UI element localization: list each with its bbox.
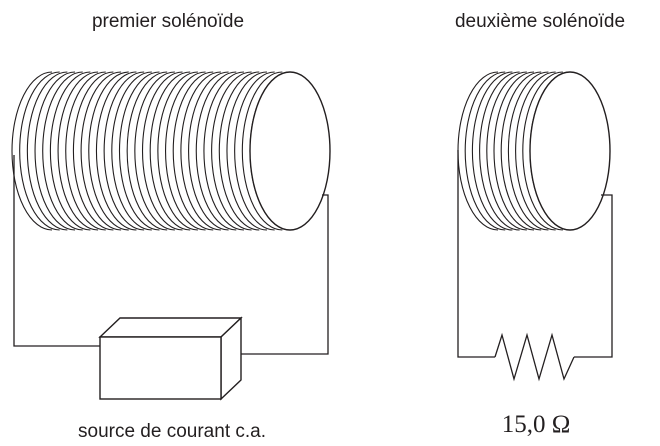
second-circuit-wire-left (457, 150, 495, 358)
winding-turn (149, 71, 191, 231)
first-solenoid (11, 71, 331, 231)
second-solenoid-label: deuxième solénoïde (455, 11, 625, 32)
winding-turn (218, 71, 260, 231)
resistor (494, 332, 575, 382)
winding-turn (118, 71, 160, 231)
winding-turn (522, 71, 563, 231)
first-circuit-wire-right (240, 194, 329, 355)
ac-source-box (98, 316, 243, 401)
winding-turn (515, 71, 556, 231)
winding-turn (57, 71, 99, 231)
winding-turn (134, 71, 175, 231)
winding-turn (211, 71, 252, 231)
winding-turn (26, 71, 68, 231)
winding-turn (72, 71, 114, 231)
first-solenoid-windings (11, 71, 291, 231)
second-solenoid (457, 71, 611, 231)
winding-turn (180, 71, 221, 231)
winding-turn (111, 71, 152, 231)
winding-turn (493, 71, 535, 231)
winding-turn (11, 71, 53, 231)
winding-turn (195, 71, 237, 231)
ac-source-box-top (98, 317, 243, 338)
first-solenoid-end-face (249, 71, 331, 231)
winding-turn (500, 71, 542, 231)
winding-turn (126, 71, 168, 231)
winding-turn (464, 71, 506, 231)
second-solenoid-end-face (529, 71, 611, 231)
winding-turn (234, 71, 275, 231)
winding-turn (164, 71, 206, 231)
winding-turn (226, 71, 267, 231)
ac-source-box-front (99, 336, 222, 400)
winding-turn (479, 71, 520, 231)
winding-turn (241, 71, 283, 231)
resistance-label: 15,0 Ω (502, 411, 571, 438)
winding-turn (172, 71, 214, 231)
second-circuit-wire-right (574, 194, 613, 358)
first-solenoid-label: premier solénoïde (92, 11, 244, 32)
winding-turn (80, 71, 122, 231)
first-circuit-wire-left (13, 155, 100, 347)
winding-turn (19, 71, 60, 231)
winding-turn (507, 71, 549, 231)
winding-turn (188, 71, 229, 231)
winding-turn (95, 71, 137, 231)
winding-turn (203, 71, 244, 231)
ac-source-label: source de courant c.a. (78, 421, 266, 442)
winding-turn (34, 71, 76, 231)
winding-turn (49, 71, 91, 231)
winding-turn (88, 71, 129, 231)
winding-turn (157, 71, 198, 231)
winding-turn (141, 71, 183, 231)
winding-turn (103, 71, 145, 231)
winding-turn (486, 71, 527, 231)
winding-turn (65, 71, 106, 231)
winding-turn (42, 71, 83, 231)
winding-turn (457, 71, 499, 231)
winding-turn (471, 71, 513, 231)
